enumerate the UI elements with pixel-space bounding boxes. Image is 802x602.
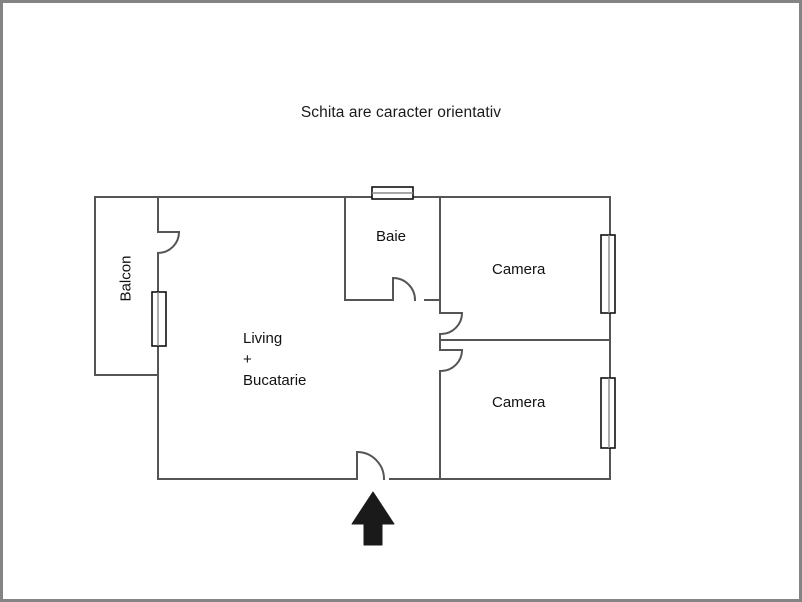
room-label-living-line3: Bucatarie bbox=[243, 372, 307, 389]
door-camera1-swing bbox=[439, 311, 464, 336]
door-camera2-swing bbox=[439, 348, 464, 373]
room-label-camera-1: Camera bbox=[492, 261, 546, 278]
window-camera-2 bbox=[600, 377, 616, 449]
entrance-arrow bbox=[351, 491, 395, 546]
door-baie-swing bbox=[391, 276, 417, 302]
plan-disclaimer-title: Schita are caracter orientativ bbox=[300, 104, 502, 121]
window-balcon bbox=[151, 291, 167, 347]
room-label-living-line2: + bbox=[243, 351, 252, 368]
door-balcon-swing bbox=[156, 230, 181, 255]
room-label-camera-2: Camera bbox=[492, 394, 546, 411]
window-camera-1 bbox=[600, 234, 616, 314]
door-entrance-swing bbox=[355, 450, 386, 481]
room-label-living: Living + Bucatarie bbox=[243, 328, 306, 391]
room-label-living-line1: Living bbox=[243, 330, 283, 347]
room-label-baie: Baie bbox=[376, 228, 407, 245]
room-label-balcon: Balcon bbox=[117, 255, 135, 302]
